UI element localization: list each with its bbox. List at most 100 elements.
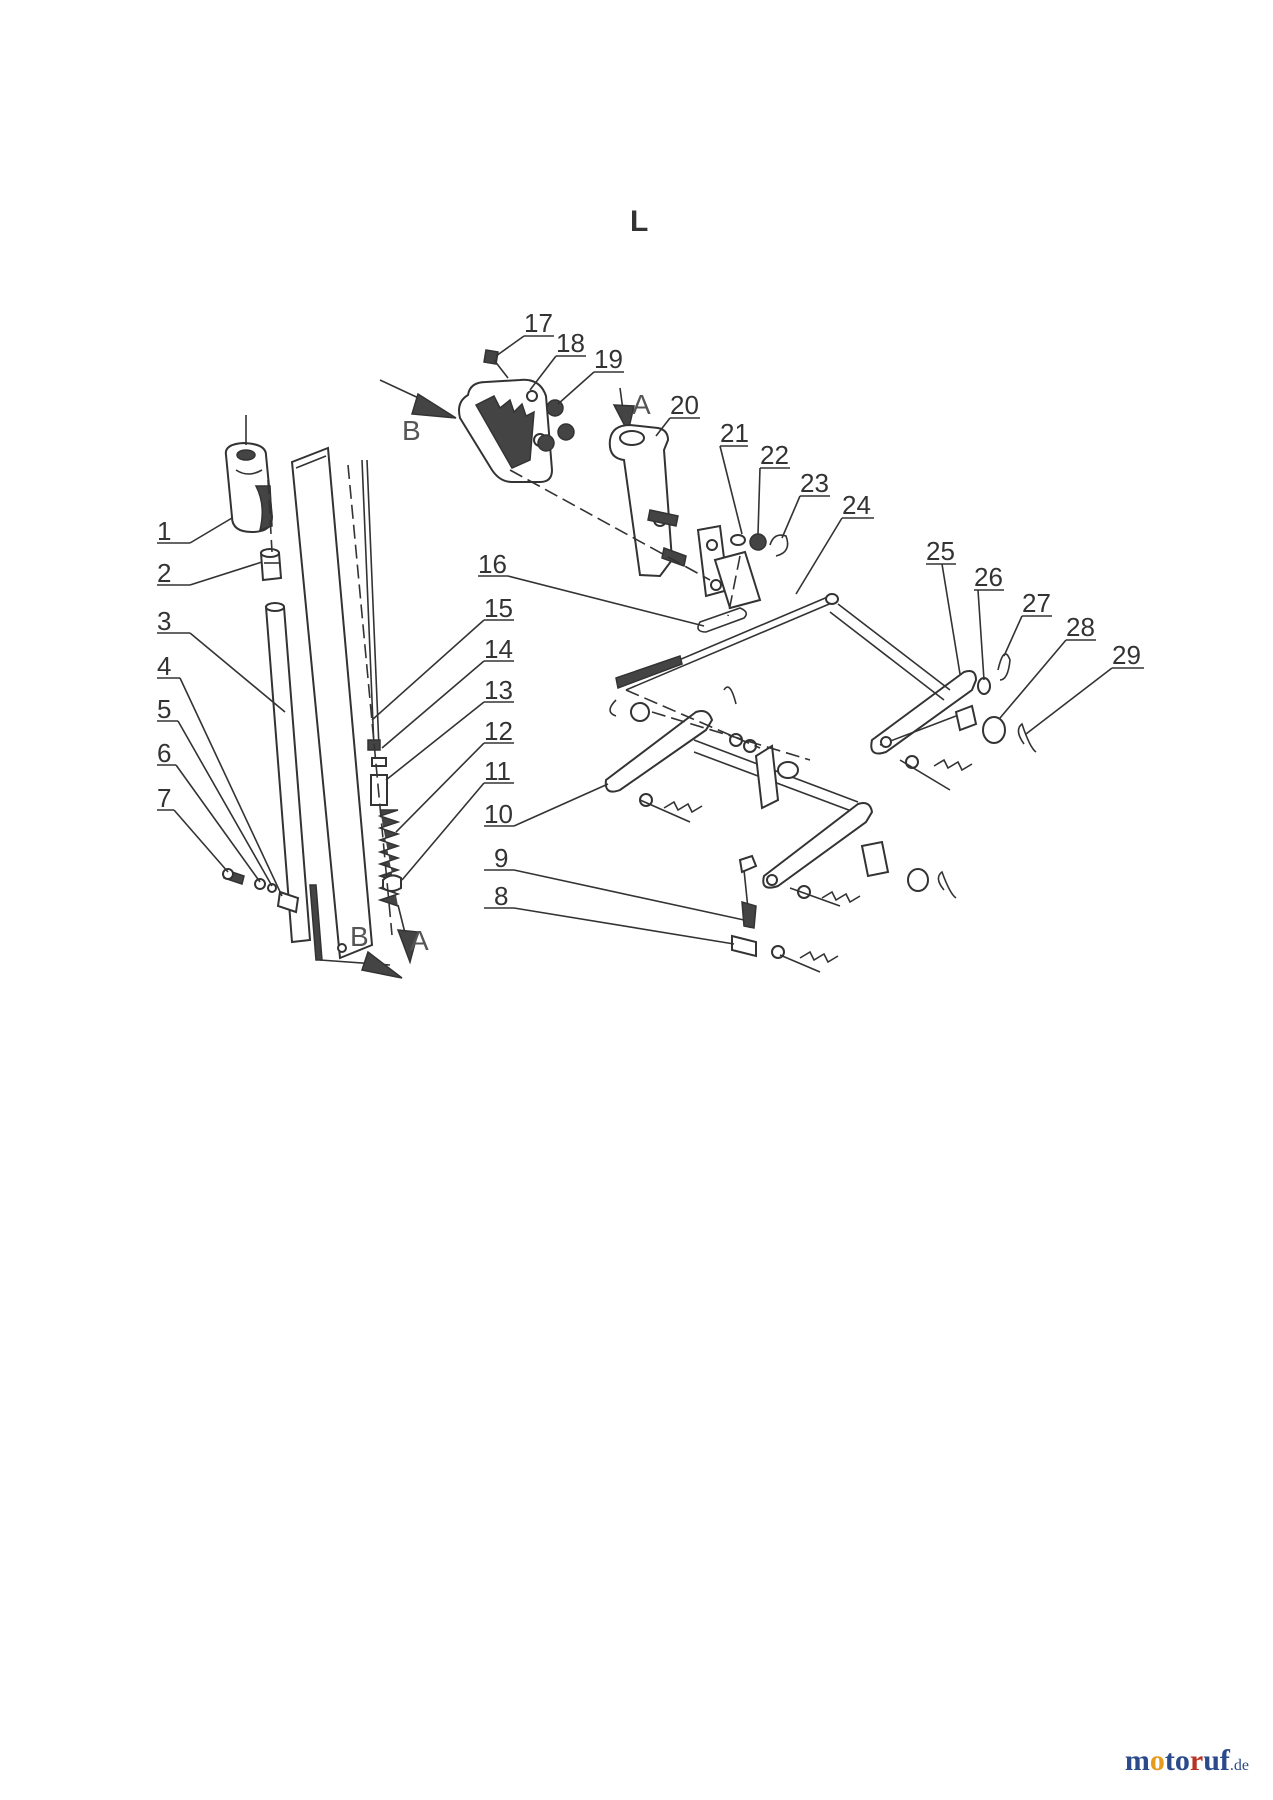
part-label-23: 23 <box>800 468 829 498</box>
callout-8: 8 <box>484 881 735 945</box>
right-upper-plate <box>829 603 978 755</box>
callout-12: 12 <box>395 716 514 833</box>
part-label-13: 13 <box>484 675 513 705</box>
pivot-bracket <box>696 524 789 610</box>
callout-18: 18 <box>529 328 586 391</box>
part-label-25: 25 <box>926 536 955 566</box>
part-label-18: 18 <box>556 328 585 358</box>
lever-bar <box>290 446 374 961</box>
part-label-29: 29 <box>1112 640 1141 670</box>
part-label-22: 22 <box>760 440 789 470</box>
part-label-15: 15 <box>484 593 513 623</box>
height-plate <box>458 378 554 483</box>
callout-22: 22 <box>757 440 790 535</box>
part-label-11: 11 <box>484 756 511 786</box>
part-label-28: 28 <box>1066 612 1095 642</box>
callout-20: 20 <box>655 390 700 437</box>
lower-right-hardware <box>789 868 957 907</box>
callout-26: 26 <box>974 562 1004 681</box>
watermark-letter: t <box>1164 1744 1175 1777</box>
callout-19: 19 <box>557 344 624 405</box>
part-label-26: 26 <box>974 562 1003 592</box>
callout-23: 23 <box>781 468 830 539</box>
watermark-letter: r <box>1189 1744 1204 1777</box>
view-arrow-b-top <box>379 379 457 419</box>
view-label-a-bottom: A <box>410 925 429 956</box>
watermark-logo: motoruf.de <box>1125 1744 1249 1778</box>
callout-11: 11 <box>401 756 514 881</box>
part-label-20: 20 <box>670 390 699 420</box>
watermark-letter: f <box>1219 1744 1230 1777</box>
callout-4: 4 <box>157 651 283 897</box>
part-label-14: 14 <box>484 634 513 664</box>
part-label-1: 1 <box>157 516 171 546</box>
link-pin <box>731 854 839 973</box>
part-label-6: 6 <box>157 738 171 768</box>
page-title: L <box>630 205 649 238</box>
callout-29: 29 <box>1025 640 1144 735</box>
watermark-letter: m <box>1124 1744 1150 1777</box>
knob-adapter <box>259 548 283 582</box>
watermark-letter: o <box>1149 1744 1165 1777</box>
callout-24: 24 <box>795 490 874 595</box>
assembly-guide-line <box>347 464 393 936</box>
part-label-2: 2 <box>157 558 171 588</box>
view-arrow-b-bottom <box>319 950 403 979</box>
callout-14: 14 <box>381 634 514 749</box>
part-label-17: 17 <box>524 308 553 338</box>
callout-13: 13 <box>385 675 514 781</box>
part-label-5: 5 <box>157 694 171 724</box>
watermark-tld: .de <box>1229 1757 1249 1774</box>
plate-bolt <box>483 349 509 379</box>
callout-17: 17 <box>495 308 554 357</box>
part-label-19: 19 <box>594 344 623 374</box>
part-label-4: 4 <box>157 651 171 681</box>
part-label-3: 3 <box>157 606 171 636</box>
part-label-7: 7 <box>157 783 171 813</box>
part-label-8: 8 <box>494 881 508 911</box>
clevis-pin <box>697 607 748 633</box>
callout-21: 21 <box>719 418 749 535</box>
part-label-10: 10 <box>484 799 513 829</box>
callout-15: 15 <box>371 593 514 721</box>
callout-27: 27 <box>1003 588 1052 657</box>
callout-16: 16 <box>478 549 705 627</box>
callout-7: 7 <box>157 783 229 873</box>
assembly-guide-line <box>509 469 711 581</box>
assembly-guide-line <box>727 555 741 617</box>
view-label-b-bottom: B <box>350 921 369 952</box>
left-crank-hardware <box>609 686 811 823</box>
view-label-b-top: B <box>402 415 421 446</box>
cross-shaft <box>615 593 839 691</box>
callout-6: 6 <box>157 738 261 883</box>
callout-28: 28 <box>999 612 1096 719</box>
part-label-9: 9 <box>494 843 508 873</box>
callout-10: 10 <box>484 783 609 829</box>
callout-2: 2 <box>157 558 263 588</box>
callout-3: 3 <box>157 606 286 713</box>
callout-9: 9 <box>484 843 745 921</box>
part-label-27: 27 <box>1022 588 1051 618</box>
view-label-a-top: A <box>632 389 651 420</box>
pivot-bolt-set <box>222 868 300 914</box>
callout-25: 25 <box>926 536 961 675</box>
right-hardware <box>899 653 1037 791</box>
lift-rod <box>361 459 419 965</box>
handle-knob <box>224 415 274 534</box>
callout-1: 1 <box>157 516 233 546</box>
part-label-24: 24 <box>842 490 871 520</box>
bell-crank <box>604 710 859 813</box>
assembly-guide-line <box>625 689 761 749</box>
handle-tube <box>264 602 312 944</box>
callout-5: 5 <box>157 694 273 887</box>
part-label-21: 21 <box>720 418 749 448</box>
assembly-guide-line <box>267 479 273 553</box>
lift-arm <box>608 423 687 578</box>
right-lower-plate <box>762 802 890 889</box>
part-label-12: 12 <box>484 716 513 746</box>
watermark-letter: o <box>1174 1744 1190 1777</box>
watermark-letter: u <box>1203 1744 1220 1777</box>
part-label-16: 16 <box>478 549 507 579</box>
